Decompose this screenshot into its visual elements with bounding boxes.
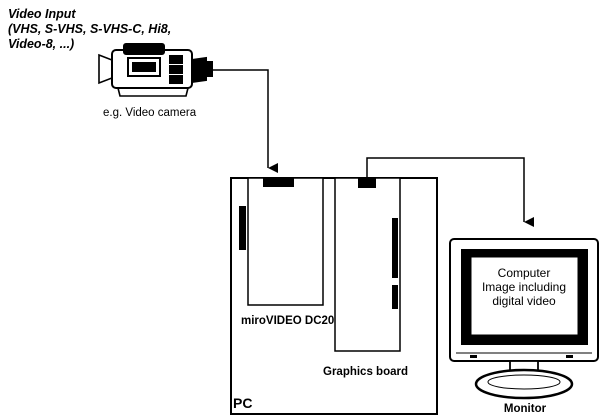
graphics-board-to-monitor-connector: [366, 157, 534, 227]
video-camera-icon: [98, 43, 213, 97]
monitor-screen: [470, 256, 579, 336]
camera-caption: e.g. Video camera: [103, 107, 197, 119]
graphics-board-edge-connector-lower: [392, 285, 398, 309]
capture-card-label: miroVIDEO DC20: [241, 315, 334, 327]
pc-label: PC: [233, 395, 252, 411]
capture-card-edge-connector: [239, 206, 246, 250]
graphics-board: [334, 177, 401, 352]
capture-card: [239, 177, 324, 306]
camera-to-capture-card-connector: [212, 69, 278, 173]
capture-card-port: [263, 178, 294, 187]
screen-text-line-2: Image including: [482, 280, 566, 294]
screen-text-line-3: digital video: [492, 294, 556, 308]
video-input-label: Video Input (VHS, S-VHS, S-VHS-C, Hi8, V…: [8, 7, 171, 51]
monitor-control-button: [470, 355, 477, 358]
monitor-icon: [449, 238, 599, 400]
graphics-board-edge-connector-upper: [392, 218, 398, 278]
monitor-stand: [474, 368, 574, 400]
monitor-label: Monitor: [504, 403, 547, 415]
graphics-board-label: Graphics board: [323, 366, 408, 378]
screen-text-line-1: Computer: [498, 266, 551, 280]
video-input-formats-cont: Video-8, ...): [8, 37, 74, 51]
monitor-control-button: [566, 355, 573, 358]
monitor-screen-text: Computer Image including digital video: [482, 266, 566, 308]
video-input-formats: (VHS, S-VHS, S-VHS-C, Hi8,: [8, 22, 171, 36]
video-input-title: Video Input: [8, 7, 76, 21]
graphics-board-port: [358, 178, 376, 188]
